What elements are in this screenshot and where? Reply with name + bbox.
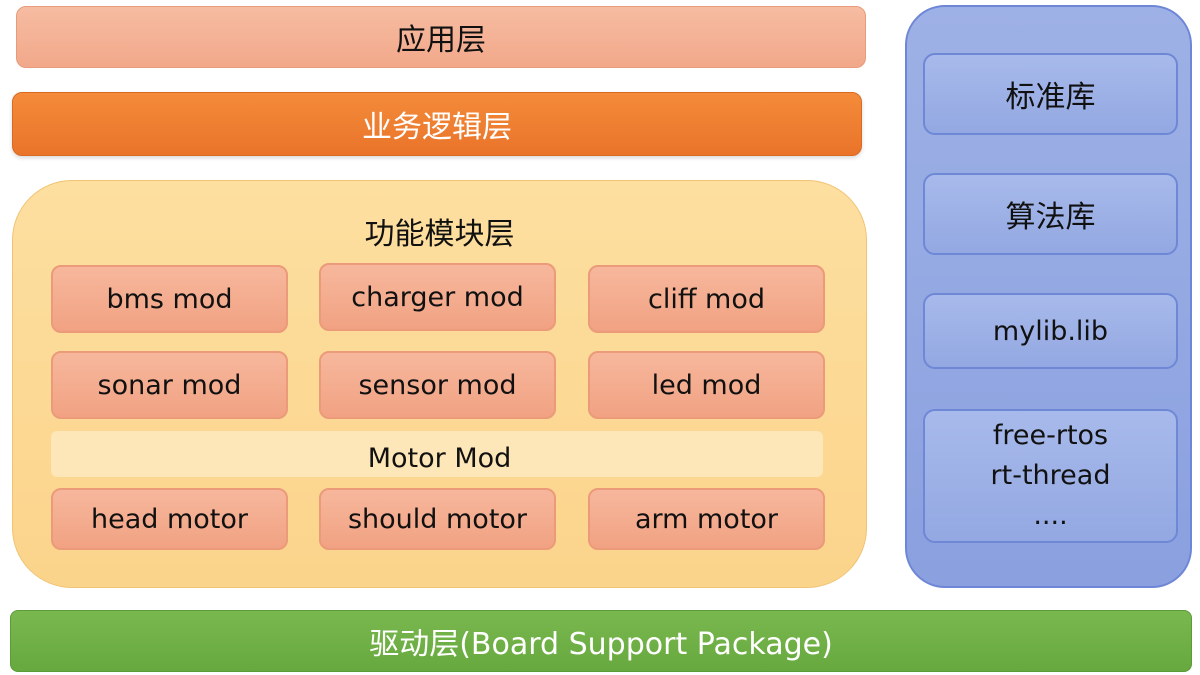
library-standard: 标准库 (923, 53, 1178, 135)
application-layer: 应用层 (16, 6, 866, 68)
module-label: sensor mod (358, 369, 517, 401)
motor-should: should motor (319, 488, 556, 550)
library-label: mylib.lib (992, 315, 1109, 347)
function-module-layer: 功能模块层 bms mod charger mod cliff mod sona… (12, 180, 867, 588)
motor-label: arm motor (634, 503, 779, 535)
rtos-rt-thread: rt-thread (990, 460, 1111, 491)
motor-mod-title: Motor Mod (367, 443, 512, 474)
library-label: 标准库 (1005, 80, 1096, 115)
driver-layer: 驱动层(Board Support Package) (10, 610, 1192, 672)
library-label: 算法库 (1005, 200, 1096, 235)
module-led: led mod (588, 351, 825, 419)
application-layer-label: 应用层 (396, 23, 486, 58)
motor-label: head motor (90, 503, 249, 535)
module-cliff: cliff mod (588, 265, 825, 333)
motor-label: should motor (347, 503, 528, 535)
motor-arm: arm motor (588, 488, 825, 550)
rtos-ellipsis: .... (1033, 500, 1068, 531)
business-logic-layer-label: 业务逻辑层 (362, 110, 512, 145)
business-logic-layer: 业务逻辑层 (12, 92, 862, 156)
module-label: cliff mod (648, 283, 765, 315)
module-sensor: sensor mod (319, 351, 556, 419)
module-label: led mod (651, 369, 762, 401)
library-panel: 标准库 算法库 mylib.lib free-rtos rt-thread ..… (905, 5, 1192, 588)
module-label: sonar mod (97, 369, 242, 401)
module-label: bms mod (106, 283, 233, 315)
library-mylib: mylib.lib (923, 293, 1178, 369)
motor-mod-band (51, 431, 823, 477)
library-rtos: free-rtos rt-thread .... (923, 409, 1178, 543)
module-bms: bms mod (51, 265, 288, 333)
function-module-layer-title: 功能模块层 (364, 217, 515, 252)
rtos-free-rtos: free-rtos (992, 420, 1109, 451)
library-algorithm: 算法库 (923, 173, 1178, 255)
module-sonar: sonar mod (51, 351, 288, 419)
driver-layer-label: 驱动层(Board Support Package) (369, 627, 833, 662)
module-label: charger mod (351, 281, 524, 313)
module-charger: charger mod (319, 263, 556, 331)
motor-head: head motor (51, 488, 288, 550)
